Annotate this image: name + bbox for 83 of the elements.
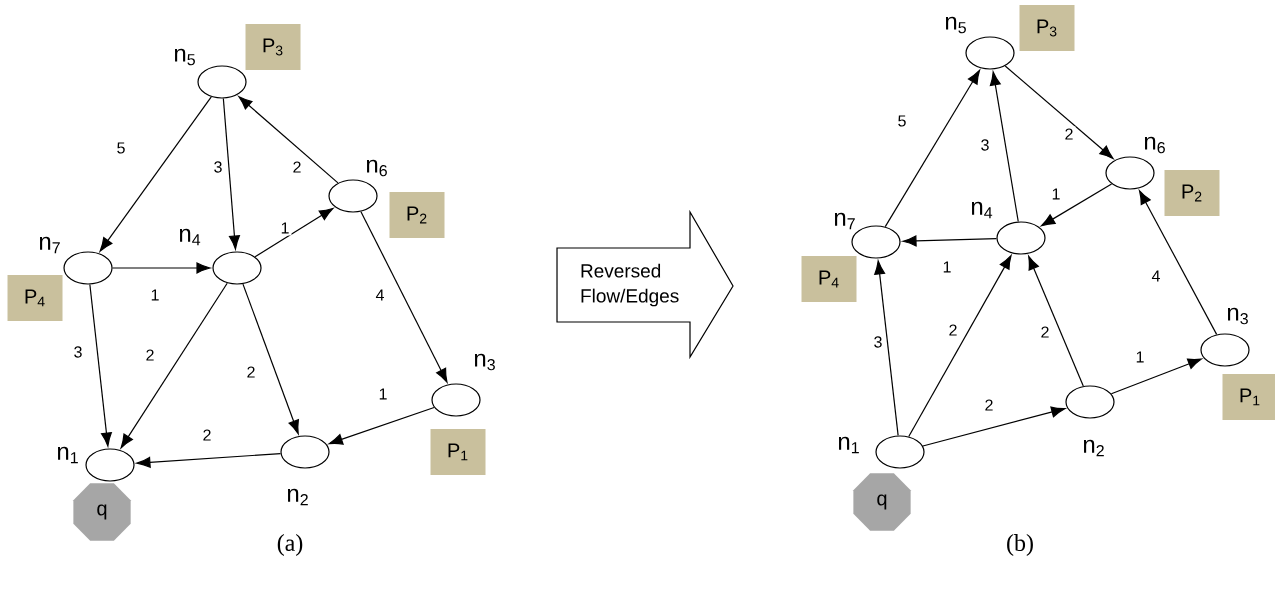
ellipse-node [431, 383, 481, 417]
node-label: n$_{7}$ [40, 236, 60, 254]
edge-label: 2 [143, 347, 157, 363]
arrow [902, 235, 997, 247]
arrow [989, 71, 1019, 223]
arrow [884, 69, 981, 228]
edge-label: 2 [946, 322, 960, 338]
arrow [120, 282, 228, 449]
octagon: q [73, 483, 131, 541]
arrow [238, 96, 339, 184]
ellipse-node [875, 435, 925, 469]
edge-label: 1 [1133, 349, 1147, 365]
node-label: n$_{1}$ [58, 446, 78, 464]
edge-label: 2 [1062, 126, 1076, 142]
node-label: n$_{5}$ [175, 48, 195, 66]
edge-label: 1 [940, 259, 954, 275]
node-label: n$_{4}$ [180, 228, 201, 246]
edge-label: 5 [895, 113, 909, 129]
arrow [1004, 65, 1114, 159]
label-box: P$_{4}$ [801, 256, 857, 302]
node-label: n$_{3}$ [475, 353, 495, 371]
ellipse-node [85, 448, 135, 482]
label-box: P$_{2}$ [389, 192, 445, 238]
arrow [908, 255, 1012, 438]
ellipse-node [1200, 333, 1250, 367]
panel-caption: (b) [1007, 534, 1033, 556]
node-label: n$_{6}$ [1145, 136, 1165, 154]
node-label: n$_{5}$ [946, 16, 966, 34]
label-box: P$_{3}$ [1019, 5, 1075, 51]
ellipse-node [63, 251, 113, 285]
edge-label: 4 [1149, 268, 1163, 284]
arrow [328, 406, 435, 445]
ellipse-node [212, 251, 262, 285]
arrow [112, 262, 211, 274]
arrow [136, 453, 282, 468]
edge-label: 2 [982, 397, 996, 413]
edge-label: 2 [1038, 324, 1052, 340]
arrow [1138, 190, 1218, 335]
ellipse-node [965, 36, 1015, 70]
ellipse-node [197, 65, 247, 99]
arrow [222, 98, 240, 250]
node-label: n$_{7}$ [835, 212, 855, 230]
ellipse-node [280, 435, 330, 469]
edge-label: 1 [1049, 186, 1063, 202]
arrow [254, 207, 334, 258]
octagon: q [853, 473, 911, 531]
node-label: n$_{2}$ [1084, 439, 1104, 457]
label-box: P$_{3}$ [245, 24, 301, 70]
arrow [360, 211, 448, 383]
edge-label: 4 [373, 287, 387, 303]
arrow [1028, 255, 1084, 387]
edge-label: 3 [978, 137, 992, 153]
ellipse-node [1065, 385, 1115, 419]
edge-label: 2 [290, 159, 304, 175]
node-label: n$_{1}$ [839, 436, 859, 454]
edge-label: 5 [114, 140, 128, 156]
edge-label: 3 [211, 159, 225, 175]
edge-label: 1 [278, 220, 292, 236]
node-label: n$_{3}$ [1227, 307, 1248, 325]
node-label: n$_{2}$ [288, 488, 308, 506]
edge-label: 3 [871, 334, 885, 350]
edge-label: 2 [200, 427, 214, 443]
edge-label: 1 [376, 386, 390, 402]
ellipse-node [328, 179, 378, 213]
ellipse-node [1105, 156, 1155, 190]
edge-label: 2 [244, 364, 258, 380]
arrow [874, 260, 899, 437]
label-box: P$_{2}$ [1164, 170, 1220, 216]
arrow [1040, 183, 1113, 227]
node-label: n$_{4}$ [972, 201, 993, 219]
label-box: P$_{1}$ [430, 429, 486, 475]
edge-label: 1 [148, 287, 162, 303]
arrow [99, 96, 212, 252]
label-box: P$_{4}$ [7, 275, 63, 321]
arrow [1110, 358, 1202, 395]
arrow [922, 406, 1066, 447]
panel-caption: (a) [277, 534, 303, 556]
arrow [242, 283, 299, 435]
label-box: P$_{1}$ [1222, 374, 1275, 420]
ellipse-node [996, 221, 1046, 255]
edge-label: 3 [71, 344, 85, 360]
arrow [89, 283, 112, 447]
node-label: n$_{6}$ [367, 159, 387, 177]
